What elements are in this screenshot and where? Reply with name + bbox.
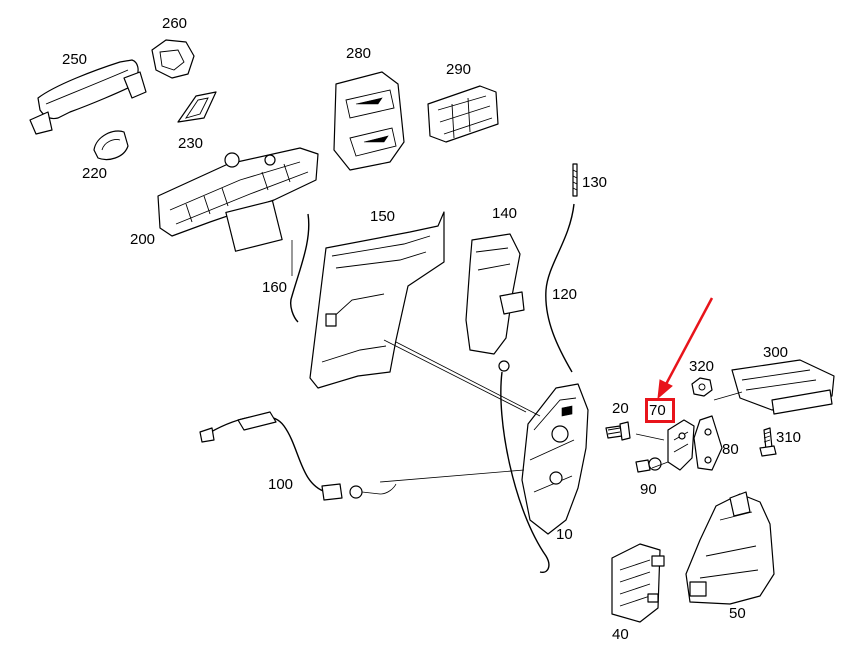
label-130: 130 [582, 174, 608, 191]
label-140: 140 [492, 205, 518, 222]
part-bowden-cable[interactable] [498, 360, 550, 573]
part-280-cover[interactable] [333, 71, 405, 171]
part-20-screw[interactable] [605, 421, 631, 441]
label-50: 50 [729, 605, 746, 622]
part-310-screw[interactable] [759, 427, 777, 457]
label-220: 220 [82, 165, 108, 182]
part-50-housing[interactable] [685, 491, 775, 605]
part-300-bracket[interactable] [713, 359, 835, 415]
label-10: 10 [556, 526, 573, 543]
label-40: 40 [612, 626, 629, 643]
part-260-handle-cap[interactable] [151, 39, 195, 79]
part-250-outer-handle[interactable] [29, 59, 147, 135]
label-120: 120 [552, 286, 578, 303]
part-80-plate[interactable] [693, 415, 723, 471]
part-10-door-lock[interactable] [521, 383, 589, 535]
label-160: 160 [262, 279, 288, 296]
part-220-gasket[interactable] [93, 130, 129, 161]
label-290: 290 [446, 61, 472, 78]
part-40-control-unit[interactable] [611, 543, 665, 623]
label-100: 100 [268, 476, 294, 493]
part-200-handle-carrier[interactable] [157, 147, 319, 252]
part-160-rod[interactable] [289, 213, 310, 323]
label-230: 230 [178, 135, 204, 152]
part-150-panel[interactable] [309, 211, 445, 389]
part-290-cover[interactable] [427, 85, 499, 143]
leader-lines [291, 240, 669, 483]
label-300: 300 [763, 344, 789, 361]
label-200: 200 [130, 231, 156, 248]
highlight-box-70 [645, 398, 675, 423]
label-310: 310 [776, 429, 802, 446]
label-80: 80 [722, 441, 739, 458]
part-70-bracket[interactable] [667, 419, 695, 471]
part-130-pin[interactable] [572, 163, 578, 197]
label-90: 90 [640, 481, 657, 498]
part-320-nut[interactable] [691, 377, 713, 397]
label-20: 20 [612, 400, 629, 417]
highlight-arrow [657, 297, 714, 400]
part-120-rod[interactable] [545, 203, 575, 373]
label-150: 150 [370, 208, 396, 225]
label-70: 70 [649, 402, 666, 419]
label-260: 260 [162, 15, 188, 32]
part-100-cable[interactable] [199, 411, 397, 501]
label-250: 250 [62, 51, 88, 68]
part-140-lock-cover[interactable] [465, 233, 525, 355]
part-90-screw[interactable] [635, 457, 662, 473]
label-280: 280 [346, 45, 372, 62]
part-230-gasket[interactable] [177, 91, 217, 123]
label-320: 320 [689, 358, 715, 375]
